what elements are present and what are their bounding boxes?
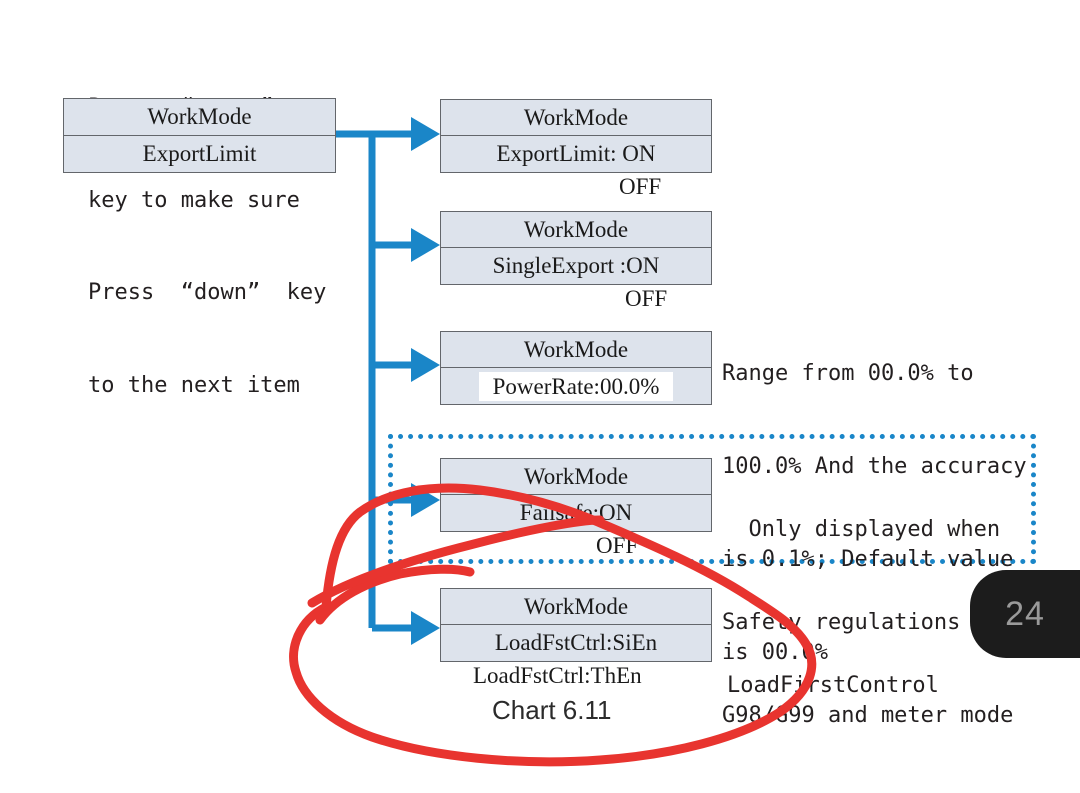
menu-box-power-rate[interactable]: WorkMode PowerRate:00.0% [440,331,712,405]
menu-box-power-rate-value-row[interactable]: PowerRate:00.0% [441,368,711,404]
menu-box-power-rate-value[interactable]: PowerRate:00.0% [478,371,674,401]
load-first-control-label-text: LoadFirstControl [727,673,939,698]
menu-box-failsafe-value[interactable]: Failsafe:ON [519,500,633,525]
menu-box-load-first-control-value[interactable]: LoadFstCtrl:SiEn [494,630,658,655]
menu-option-export-limit-off[interactable]: OFF [619,174,662,199]
menu-box-single-export-title: WorkMode [441,212,711,248]
menu-option-single-export-off[interactable]: OFF [625,286,668,311]
menu-box-export-limit[interactable]: WorkMode ExportLimit: ON [440,99,712,173]
menu-box-root[interactable]: WorkMode ExportLimit [63,98,336,173]
failsafe-note-line1: Only displayed when [722,517,1001,542]
down-key-instruction-line2: to the next item [88,373,300,398]
menu-box-load-first-control-title: WorkMode [441,589,711,625]
menu-box-root-item[interactable]: ExportLimit [142,140,257,166]
menu-box-single-export-value[interactable]: SingleExport :ON [492,253,660,278]
page-number-badge[interactable]: 24 [970,570,1080,658]
menu-box-failsafe[interactable]: WorkMode Failsafe:ON [440,458,712,532]
menu-box-load-first-control[interactable]: WorkMode LoadFstCtrl:SiEn [440,588,712,662]
menu-box-root-title: WorkMode [64,99,335,136]
load-first-control-label: LoadFirstControl [727,608,939,763]
menu-option-failsafe-off[interactable]: OFF [596,533,639,558]
down-key-instruction: Press “down” key to the next item [88,215,326,463]
power-rate-note-line1: Range from 00.0% to [722,361,974,386]
page-canvas: Press “enter” key to make sure Press “do… [63,95,1080,767]
menu-box-single-export[interactable]: WorkMode SingleExport :ON [440,211,712,285]
figure-caption: Chart 6.11 [492,695,612,725]
menu-option-load-first-control-then[interactable]: LoadFstCtrl:ThEn [473,663,642,688]
enter-key-instruction-line2: key to make sure [88,188,300,213]
power-rate-note-line2: 100.0% And the accuracy [722,454,1027,479]
menu-box-export-limit-title: WorkMode [441,100,711,136]
down-key-instruction-line1: Press “down” key [88,280,327,305]
menu-box-failsafe-title: WorkMode [441,459,711,495]
menu-box-power-rate-title: WorkMode [441,332,711,368]
menu-box-export-limit-value[interactable]: ExportLimit: ON [496,141,656,166]
